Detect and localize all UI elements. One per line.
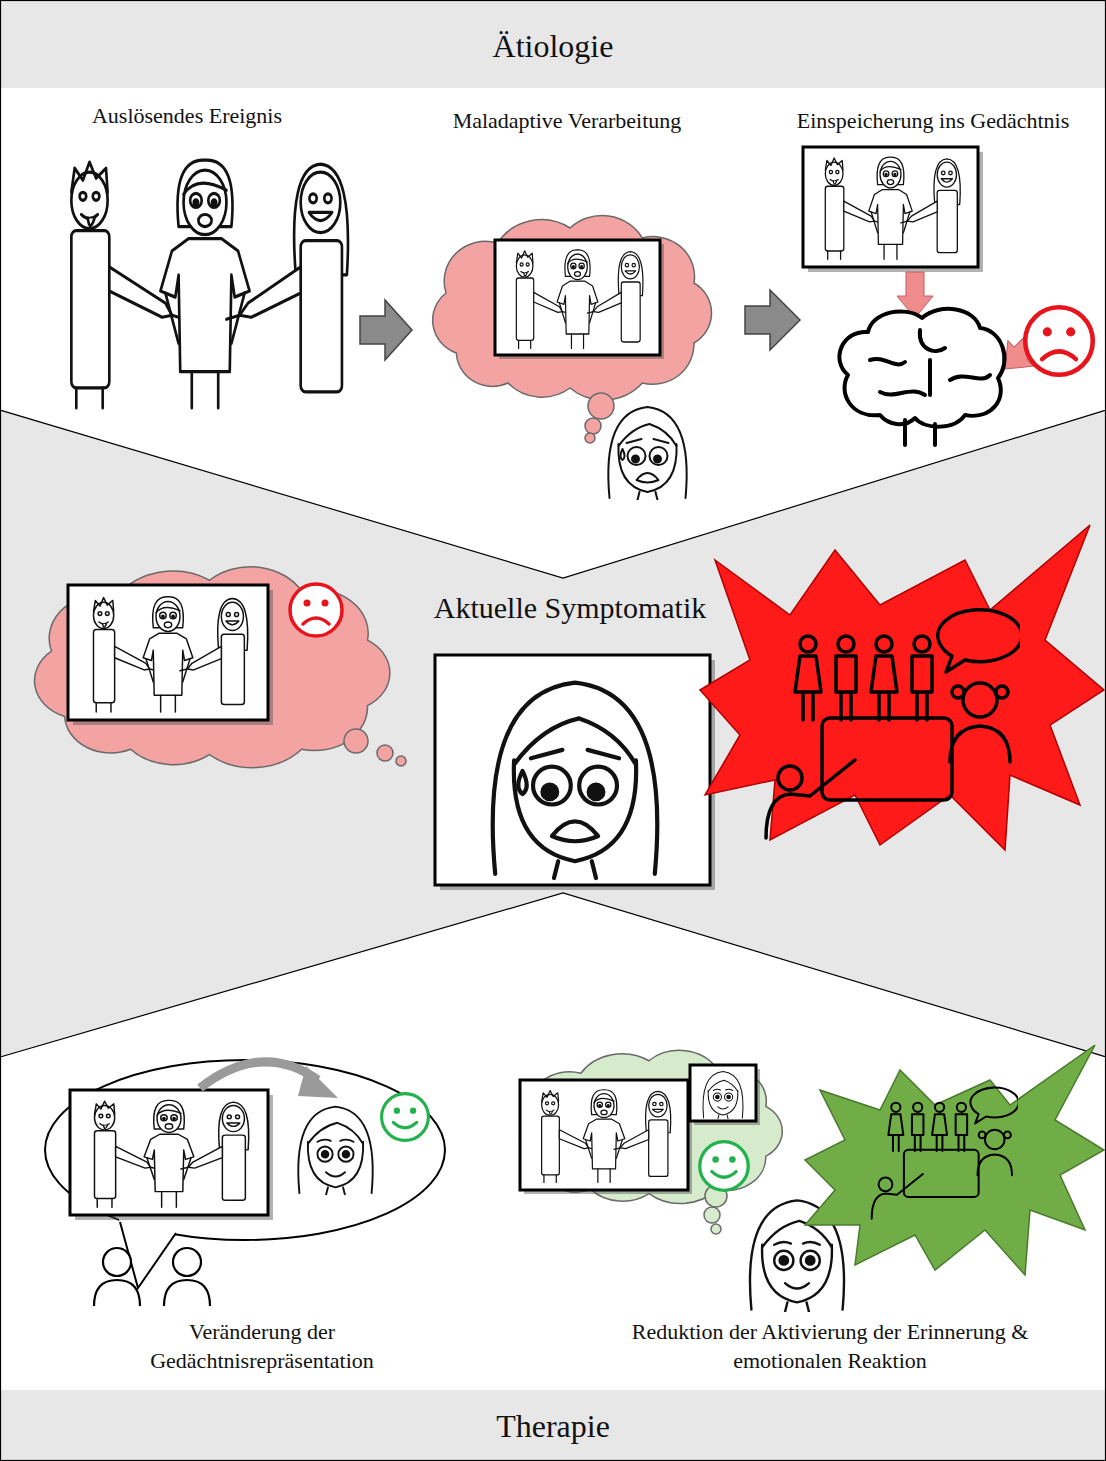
panel-caption: Auslösendes Ereignis: [37, 102, 337, 131]
thought-cloud-part: [499, 244, 664, 359]
therapy-speech-bubble-part: [120, 1222, 176, 1288]
memory-storage-part: [1025, 307, 1093, 375]
rumination-cloud-part: [34, 567, 389, 768]
thought-cloud-part: [585, 418, 601, 434]
brain-symbol-part: [870, 330, 990, 395]
calm-thought-cloud-part: [704, 1207, 720, 1223]
thought-cloud: [433, 216, 712, 500]
therapy-speech-bubble-part: [45, 1060, 445, 1240]
rumination-cloud-part: [93, 597, 247, 712]
memory-storage-part: [825, 157, 960, 259]
rumination-cloud-part: [290, 584, 342, 636]
calm-thought-cloud-part: [703, 1072, 743, 1119]
therapy-speech-bubble-part: [200, 1062, 318, 1088]
therapy-speech-bubble: [45, 1060, 445, 1306]
trigger-situation-burst-part: [700, 525, 1104, 850]
thought-cloud-part: [608, 407, 686, 500]
brain-symbol-part: [839, 309, 1004, 427]
calm-thought-cloud-part: [542, 1090, 671, 1183]
therapy-speech-bubble-part: [298, 1066, 338, 1098]
thought-cloud-part: [585, 433, 595, 443]
band-shape: [0, 410, 1106, 1057]
rumination-cloud-part: [377, 745, 393, 761]
therapy-speech-bubble-part: [94, 1100, 248, 1207]
calm-thought-cloud-part: [700, 1142, 749, 1191]
calm-thought-cloud-part: [520, 1050, 783, 1203]
rumination-cloud-part: [73, 590, 273, 725]
section-footer: Therapie: [0, 1390, 1106, 1461]
therapist-client-icon-part: [94, 1280, 140, 1306]
band-outline: [0, 410, 1106, 1057]
calm-thought-cloud-part: [750, 1200, 844, 1312]
calm-situation-burst-part: [872, 1088, 1019, 1219]
memory-storage-part: [897, 272, 933, 318]
therapy-speech-bubble-part: [75, 1095, 273, 1220]
section-header: Ätiologie: [0, 0, 1106, 88]
panel-caption: Reduktion der Aktivierung der Erinnerung…: [595, 1318, 1065, 1375]
brain-symbol: [839, 309, 1004, 445]
anxious-portrait: [435, 655, 715, 890]
rumination-cloud-part: [68, 585, 268, 720]
therapy-speech-bubble-part: [298, 1107, 372, 1195]
calm-thought-cloud-part: [705, 1185, 727, 1207]
calm-thought-cloud-part: [524, 1084, 692, 1194]
therapist-client-icon-part: [173, 1248, 201, 1276]
calm-thought-cloud-part: [520, 1080, 688, 1190]
therapy-speech-bubble-part: [118, 1216, 178, 1288]
triggering-scene: [71, 160, 348, 408]
calm-situation-burst-part: [805, 1045, 1104, 1275]
panel-caption: Veränderung der Gedächtnisrepräsentation: [112, 1318, 412, 1375]
memory-storage-part: [808, 152, 983, 272]
trigger-situation-burst: [700, 525, 1104, 850]
thought-cloud-part: [588, 393, 614, 419]
thought-cloud-part: [495, 240, 660, 355]
memory-storage-part-part: [992, 324, 1050, 382]
therapist-client-icon: [94, 1248, 210, 1306]
anxious-portrait-part: [435, 655, 710, 885]
calm-thought-cloud-part: [694, 1069, 760, 1125]
calm-thought-cloud: [520, 1050, 844, 1312]
section-band: Aktuelle Symptomatik: [0, 410, 1106, 1057]
memory-storage-part: [992, 324, 1050, 382]
rumination-cloud: [34, 567, 406, 768]
trigger-situation-burst-part: [766, 610, 1022, 838]
therapy-speech-bubble-part: [382, 1094, 429, 1141]
panel-caption: Maladaptive Verarbeitung: [417, 107, 717, 136]
rumination-cloud-part: [344, 729, 368, 753]
calm-thought-cloud-part: [690, 1065, 756, 1121]
thought-cloud-part: [433, 216, 712, 400]
therapy-speech-bubble-part: [70, 1090, 268, 1215]
section-title: Therapie: [0, 1406, 1106, 1448]
process-arrow: [360, 290, 800, 360]
memory-storage-part: [803, 147, 978, 267]
bullying-scene: [71, 160, 348, 408]
anxious-portrait-part: [493, 683, 658, 878]
brain-symbol-part: [905, 420, 935, 445]
rumination-cloud-part: [396, 756, 406, 766]
calm-situation-burst: [805, 1045, 1104, 1275]
therapist-client-icon-part: [164, 1280, 210, 1306]
anxious-portrait-part: [440, 660, 715, 890]
memory-storage: [803, 147, 1093, 445]
process-arrow-part: [360, 300, 412, 360]
section-title: Ätiologie: [0, 26, 1106, 68]
therapist-client-icon-part: [103, 1248, 131, 1276]
section-title: Aktuelle Symptomatik: [400, 588, 740, 627]
process-arrow-part: [745, 290, 800, 350]
panel-caption: Einspeicherung ins Gedächtnis: [763, 107, 1103, 136]
thought-cloud-part: [516, 250, 643, 348]
calm-thought-cloud-part: [711, 1224, 721, 1234]
memory-storage-part-part: [897, 272, 933, 318]
